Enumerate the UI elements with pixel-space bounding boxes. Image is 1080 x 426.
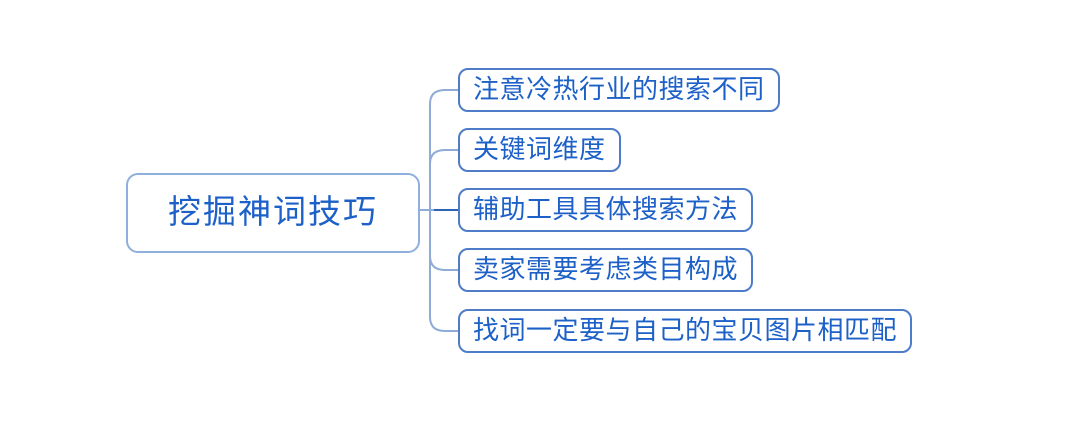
subtopic-5[interactable]: 找词一定要与自己的宝贝图片相匹配 — [458, 309, 913, 353]
connector-trunk — [429, 89, 458, 332]
subtopic-2[interactable]: 关键词维度 — [458, 128, 621, 172]
root-topic[interactable]: 挖掘神词技巧 — [126, 173, 420, 253]
subtopic-4[interactable]: 卖家需要考虑类目构成 — [458, 248, 754, 292]
connector-branch-2 — [429, 149, 458, 165]
subtopic-1[interactable]: 注意冷热行业的搜索不同 — [458, 68, 780, 112]
connector-branch-4 — [429, 255, 458, 271]
subtopic-3[interactable]: 辅助工具具体搜索方法 — [458, 188, 754, 232]
